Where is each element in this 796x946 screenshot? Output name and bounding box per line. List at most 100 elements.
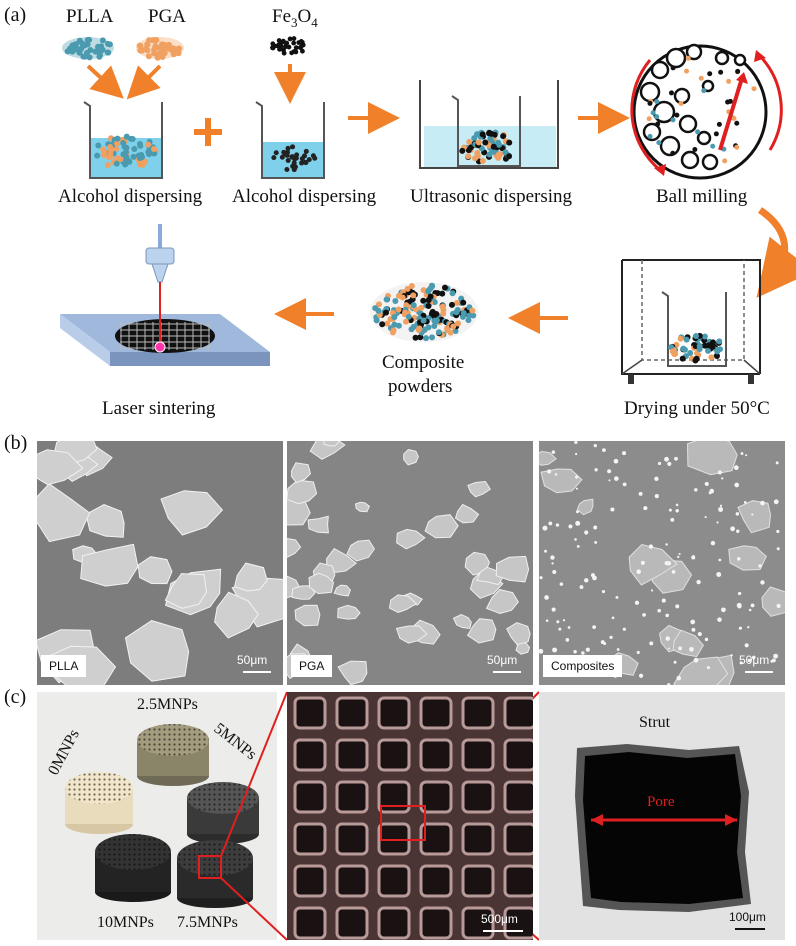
mixed-granule bbox=[694, 350, 701, 357]
fe3o4-sub1: 3 bbox=[291, 14, 298, 30]
mill-granule bbox=[647, 133, 653, 139]
fe3o4-granule bbox=[298, 39, 304, 45]
lattice-pore bbox=[461, 696, 495, 730]
mixed-granule bbox=[113, 160, 120, 167]
fe3o4-granule bbox=[289, 50, 295, 56]
magnetic-nanoparticle bbox=[735, 512, 740, 516]
magnetic-nanoparticle bbox=[611, 616, 615, 620]
fe3o4-granule bbox=[298, 44, 304, 50]
composite-granule bbox=[420, 297, 427, 304]
lattice-pore bbox=[377, 780, 411, 814]
lattice-pore bbox=[461, 822, 495, 856]
mixed-granule bbox=[683, 336, 690, 343]
pga-particles bbox=[287, 441, 533, 685]
magnetic-nanoparticle bbox=[689, 647, 694, 652]
lattice-pore bbox=[293, 864, 327, 898]
magnetic-nanoparticle bbox=[551, 562, 554, 565]
pga-granule bbox=[153, 37, 160, 44]
composite-granule bbox=[427, 293, 434, 300]
label-10mnps: 10MNPs bbox=[97, 914, 154, 931]
pga-granule bbox=[151, 46, 158, 53]
magnetic-nanoparticle bbox=[730, 526, 736, 532]
sem-tag-pga: PGA bbox=[291, 655, 333, 677]
pga-particle bbox=[452, 614, 472, 630]
magnetic-nanoparticle bbox=[696, 579, 701, 585]
milling-ball bbox=[650, 60, 670, 80]
lattice-pore bbox=[293, 906, 327, 940]
pga-granule bbox=[173, 46, 180, 53]
fe3o4-granule bbox=[284, 167, 290, 173]
fe3o4-granule bbox=[287, 36, 293, 42]
magnetic-nanoparticle bbox=[661, 598, 666, 603]
composite-granule bbox=[376, 301, 383, 308]
lattice-micrograph: 500μm bbox=[287, 692, 533, 940]
mixed-granule bbox=[479, 131, 486, 138]
magnetic-nanoparticle bbox=[593, 444, 597, 448]
magnetic-nanoparticle bbox=[717, 617, 722, 622]
composite-granule bbox=[441, 284, 448, 291]
composite-granule bbox=[453, 309, 460, 316]
composite-granule bbox=[415, 326, 422, 333]
fe3o4-granule bbox=[290, 144, 296, 150]
magnetic-nanoparticle bbox=[750, 603, 755, 608]
fe3o4-granule bbox=[277, 46, 282, 52]
magnetic-nanoparticle bbox=[674, 456, 678, 461]
pore-scalebar bbox=[735, 928, 765, 930]
magnetic-nanoparticle bbox=[718, 558, 722, 562]
mixed-granule bbox=[495, 154, 502, 161]
magnetic-nanoparticle bbox=[584, 578, 589, 583]
composite-granule bbox=[429, 282, 436, 289]
fe3o4-granule bbox=[293, 49, 299, 55]
mixed-granule bbox=[701, 333, 708, 340]
mixed-granule bbox=[679, 355, 686, 362]
magnetic-nanoparticle bbox=[634, 600, 640, 605]
magnetic-nanoparticle bbox=[551, 450, 556, 454]
mixed-granule bbox=[692, 357, 699, 364]
plla-granule bbox=[84, 41, 91, 48]
label-2-5mnps: 2.5MNPs bbox=[137, 696, 198, 713]
composite-particle bbox=[728, 545, 767, 571]
magnetic-nanoparticle bbox=[710, 540, 716, 546]
pga-particle bbox=[346, 539, 376, 562]
magnetic-nanoparticle bbox=[760, 580, 765, 585]
pga-particle bbox=[485, 589, 519, 615]
composite-granule bbox=[425, 303, 432, 310]
plla-granule bbox=[99, 37, 106, 44]
magnetic-nanoparticle bbox=[539, 576, 543, 580]
fe3o4-granule bbox=[270, 41, 276, 47]
fe3o4-granule bbox=[284, 40, 290, 46]
magnetic-nanoparticle bbox=[730, 654, 733, 657]
plla-particle bbox=[124, 620, 190, 682]
composite-granule bbox=[439, 290, 446, 297]
composite-granule bbox=[405, 313, 412, 320]
step-ultrasonic-dispersing: Ultrasonic dispersing bbox=[410, 186, 573, 207]
composite-granule bbox=[440, 310, 447, 317]
sem-scale-pga: 50μm bbox=[487, 653, 518, 667]
mill-granule bbox=[698, 75, 704, 81]
composite-granule bbox=[379, 321, 386, 328]
sem-scale-composites: 50μm bbox=[739, 653, 770, 667]
mill-granule bbox=[670, 117, 676, 123]
pga-particle bbox=[424, 514, 459, 539]
mill-granule bbox=[713, 131, 719, 137]
magnetic-nanoparticle bbox=[575, 475, 579, 479]
magnetic-nanoparticle bbox=[649, 641, 654, 646]
composite-granule bbox=[429, 334, 436, 341]
micro-scalebar bbox=[483, 930, 523, 932]
lattice-pore bbox=[293, 738, 327, 772]
magnetic-nanoparticle bbox=[675, 503, 679, 507]
magnetic-nanoparticle bbox=[545, 619, 549, 622]
magnetic-nanoparticle bbox=[584, 530, 589, 535]
composite-granule bbox=[402, 318, 409, 325]
milling-ball bbox=[701, 153, 719, 171]
magnetic-nanoparticle bbox=[665, 543, 668, 546]
lattice-pore bbox=[461, 864, 495, 898]
magnetic-nanoparticle bbox=[657, 461, 662, 466]
lattice-pore bbox=[377, 696, 411, 730]
magnetic-nanoparticle bbox=[678, 552, 681, 556]
composite-granule bbox=[389, 329, 396, 336]
magnetic-nanoparticle bbox=[558, 627, 562, 631]
magnetic-nanoparticle bbox=[610, 507, 615, 512]
mixed-granule bbox=[468, 144, 475, 151]
mill-granule bbox=[647, 100, 653, 106]
